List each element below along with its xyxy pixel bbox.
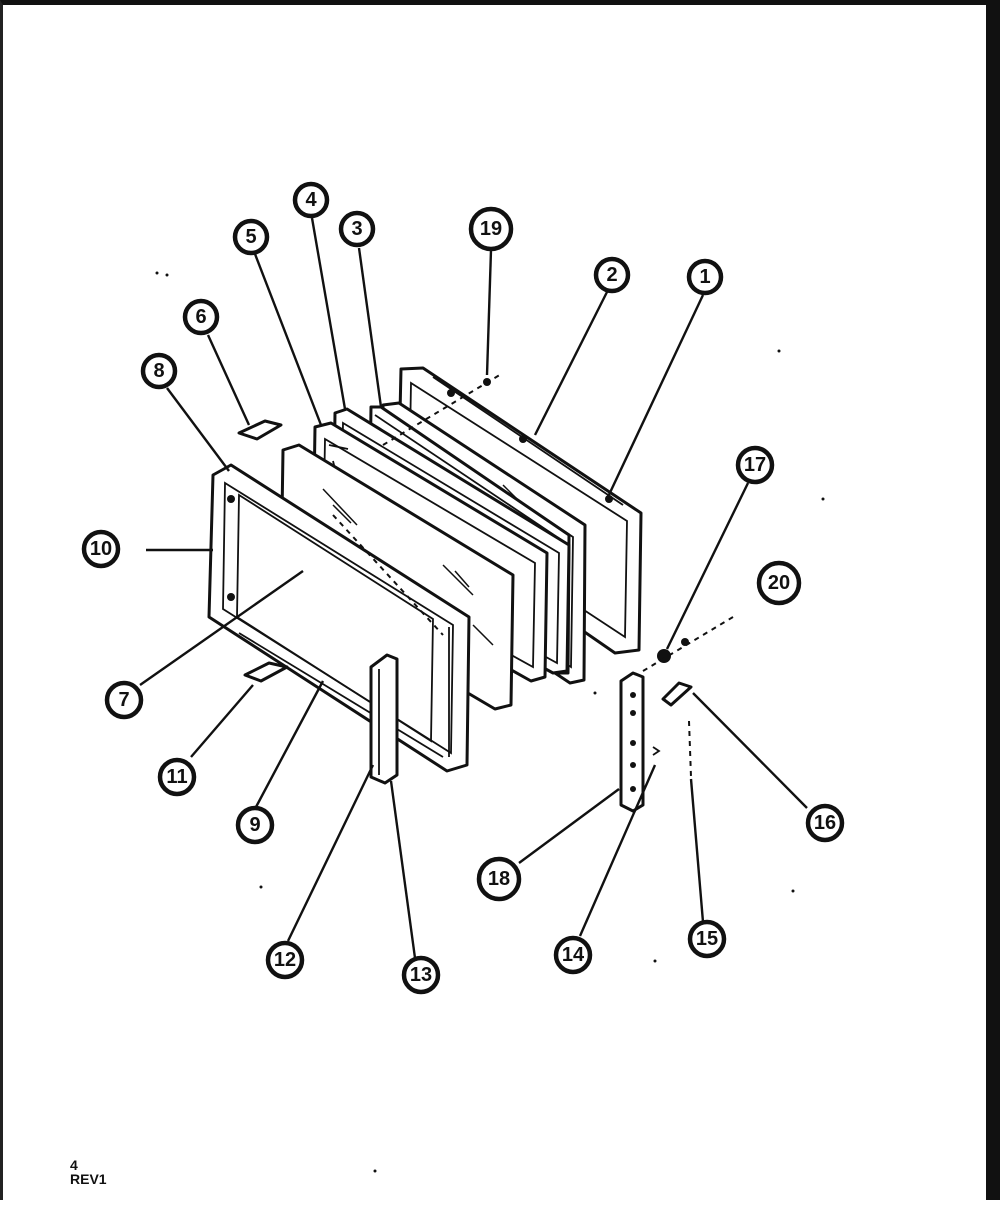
callout-13: 13 — [401, 955, 441, 995]
part-8-outer-frame — [207, 463, 471, 773]
exploded-door-diagram: 1 2 3 4 5 6 7 8 9 10 11 12 13 14 15 16 1… — [81, 181, 845, 1173]
callout-2: 2 — [593, 256, 631, 294]
svg-text:1: 1 — [699, 266, 710, 288]
part-11-lower-bracket — [243, 661, 289, 683]
svg-text:16: 16 — [814, 812, 836, 834]
callout-8: 8 — [140, 352, 178, 390]
callout-3: 3 — [338, 210, 376, 248]
svg-text:17: 17 — [744, 454, 766, 476]
part-12-handle — [369, 653, 399, 785]
leader-lines — [139, 217, 808, 959]
callout-5: 5 — [232, 218, 270, 256]
part-17-roller — [657, 649, 671, 663]
svg-text:11: 11 — [166, 766, 187, 788]
svg-text:6: 6 — [195, 306, 206, 328]
callout-15: 15 — [687, 919, 727, 959]
part-18-hinge — [619, 671, 645, 813]
svg-text:9: 9 — [249, 814, 260, 836]
svg-text:14: 14 — [562, 944, 585, 966]
svg-text:13: 13 — [410, 964, 432, 986]
part-15-pin — [688, 720, 692, 778]
callout-17: 17 — [735, 445, 775, 485]
callout-11: 11 — [157, 757, 197, 797]
callout-9: 9 — [235, 805, 275, 845]
svg-text:18: 18 — [488, 868, 510, 890]
assembly-axis-line — [332, 514, 444, 636]
svg-text:3: 3 — [351, 218, 362, 240]
svg-text:5: 5 — [245, 226, 256, 248]
callout-20: 20 — [756, 560, 802, 606]
svg-text:8: 8 — [153, 360, 164, 382]
svg-text:4: 4 — [305, 189, 317, 211]
part-16-hinge-clip — [661, 681, 693, 707]
svg-text:7: 7 — [118, 689, 129, 711]
callout-6: 6 — [182, 298, 220, 336]
callout-16: 16 — [805, 803, 845, 843]
svg-text:10: 10 — [90, 538, 112, 560]
svg-text:19: 19 — [480, 218, 502, 240]
callout-14: 14 — [553, 935, 593, 975]
callout-7: 7 — [104, 680, 144, 720]
svg-text:12: 12 — [274, 949, 296, 971]
callout-19: 19 — [468, 206, 514, 252]
callout-12: 12 — [265, 940, 305, 980]
callout-1: 1 — [686, 258, 724, 296]
part-6-upper-bracket — [237, 419, 283, 441]
part-19-axis-line — [382, 372, 504, 446]
page-number: 4 — [70, 1157, 78, 1173]
part-20-axis-line — [642, 616, 734, 672]
part-9-bottom-trim — [238, 632, 444, 758]
scan-specks — [155, 271, 825, 1173]
svg-text:2: 2 — [606, 264, 617, 286]
revision-label: REV1 — [70, 1171, 107, 1187]
callout-18: 18 — [476, 856, 522, 902]
svg-text:15: 15 — [696, 928, 718, 950]
svg-text:20: 20 — [768, 572, 790, 594]
callout-10: 10 — [81, 529, 121, 569]
part-14-screw — [652, 746, 661, 756]
callout-4: 4 — [292, 181, 330, 219]
